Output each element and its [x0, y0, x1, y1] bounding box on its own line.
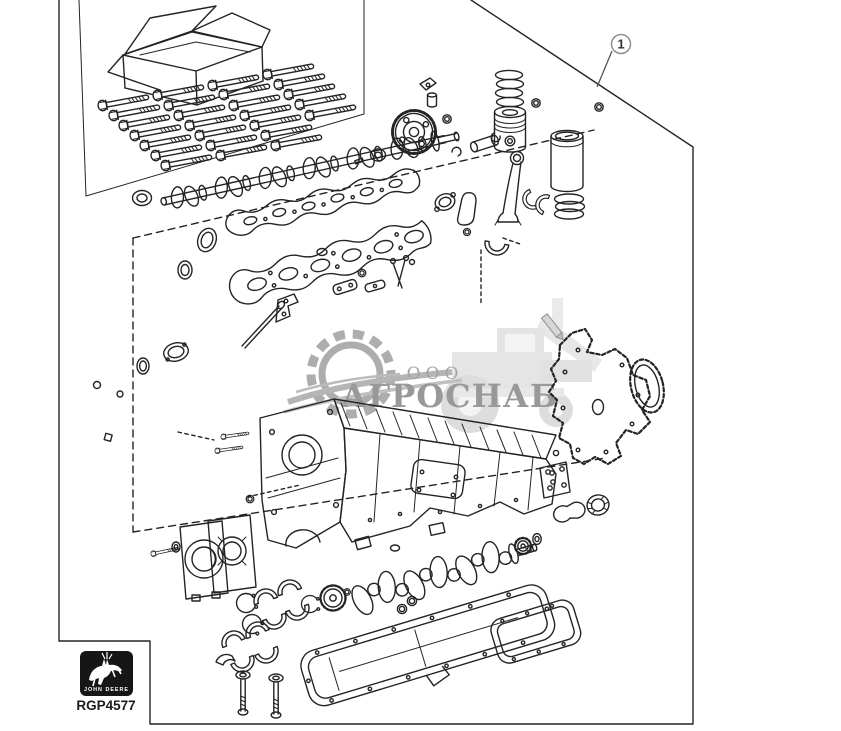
- camshaft-gear-icon: [391, 109, 437, 155]
- watermark-stamp: ООО АГРОСНАБ: [283, 298, 602, 433]
- gear-washer-icon: [369, 148, 387, 162]
- john-deere-logo: JOHN DEERE: [80, 651, 133, 696]
- cylinder-liner-icon: [550, 129, 584, 193]
- watermark-prefix: ООО: [407, 364, 464, 384]
- engine-block-icon: [259, 398, 571, 552]
- outlet-elbow-icon: [456, 191, 477, 237]
- main-bearing-shells-icon: [215, 576, 313, 677]
- connecting-rod-icon: [494, 150, 525, 226]
- liner-packing-rings-icon: [553, 193, 586, 220]
- cotter-pins-icon: [389, 254, 410, 289]
- cylinder-head-gasket-icon: [228, 220, 432, 305]
- rod-bearing-shells-icon: [519, 188, 551, 216]
- cup-plug-icon: [426, 92, 438, 108]
- rear-wear-sleeve-icon: [552, 501, 586, 523]
- crank-gear-icon: [319, 532, 542, 612]
- oil-pan-gasket-icon: [300, 584, 556, 707]
- small-gasket-icon: [92, 227, 416, 504]
- gasket-kit-boundary: [132, 129, 607, 533]
- marking-pencil-icon: [540, 312, 564, 341]
- logo-text: JOHN DEERE: [84, 687, 129, 693]
- piston-icon: [493, 105, 527, 153]
- crankshaft-icon: [351, 540, 538, 616]
- deer-icon: [89, 652, 122, 687]
- leader-lines: [177, 237, 521, 498]
- rear-crank-seal-icon: [586, 494, 610, 516]
- housing-bolt-icon: [149, 541, 181, 558]
- watermark-company-name: АГРОСНАБ: [341, 377, 558, 415]
- callout-label: 1: [617, 37, 624, 52]
- cover-oval-gasket-icon: [629, 358, 665, 414]
- shipping-carton-icon: [107, 5, 271, 106]
- diagram-frame: [58, 0, 694, 725]
- dowel-pin-icon: [353, 157, 365, 165]
- callout-1[interactable]: 1: [596, 33, 632, 88]
- block-mount-bolts-icon: [214, 430, 250, 455]
- camshaft-bushing-icon: [131, 189, 153, 207]
- figure-code: RGP4577: [76, 698, 135, 713]
- water-outlet-gasket-icon: [434, 191, 456, 213]
- thrust-washer-icon: [396, 595, 418, 615]
- piston-pin-icon: [451, 132, 501, 157]
- rod-bearing-cap-icon: [482, 240, 510, 258]
- front-seal-housing-icon: [179, 514, 257, 602]
- callout-circle[interactable]: [610, 33, 632, 55]
- dipstick-tube-icon: [241, 300, 286, 349]
- rod-bolts-icon: [235, 670, 284, 719]
- clamp-bracket-icon: [419, 77, 437, 91]
- piston-rings-icon: [494, 69, 525, 108]
- lifting-bracket-icon: [275, 293, 299, 323]
- rocker-cover-gasket-icon: [225, 168, 421, 236]
- rear-cover-gasket-icon: [490, 599, 582, 664]
